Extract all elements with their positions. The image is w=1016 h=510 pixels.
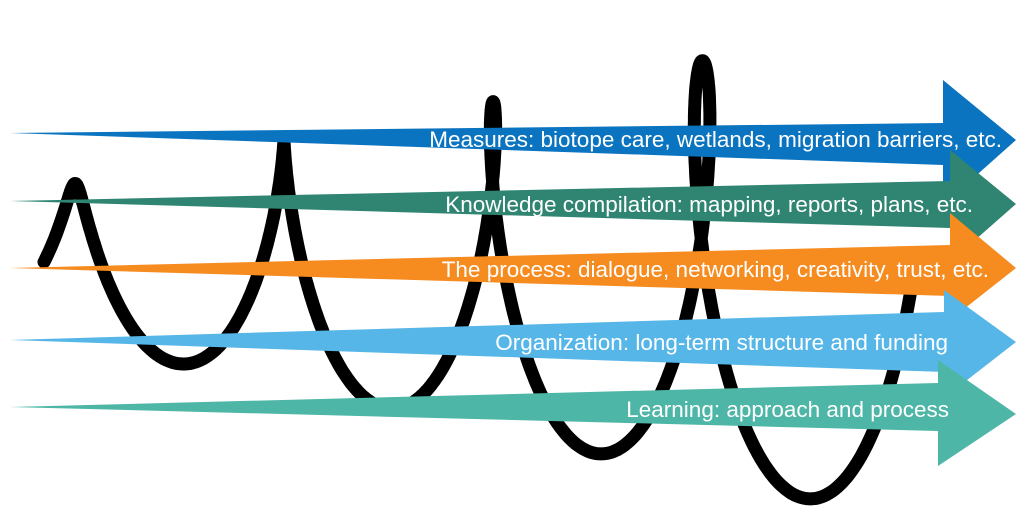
arrow-measures-label: Measures: biotope care, wetlands, migrat…: [429, 127, 1002, 152]
arrow-process: The process: dialogue, networking, creat…: [10, 213, 1016, 320]
arrow-learning: Learning: approach and process: [10, 360, 1016, 466]
arrow-knowledge-compilation-shape: [10, 150, 1016, 262]
arrow-learning-shape: [10, 360, 1016, 466]
arrow-organization-label: Organization: long-term structure and fu…: [495, 330, 948, 355]
arrow-process-shape: [10, 213, 1016, 320]
arrow-learning-label: Learning: approach and process: [626, 397, 949, 422]
arrow-process-label: The process: dialogue, networking, creat…: [442, 257, 989, 282]
arrow-measures-shape: [10, 80, 1016, 205]
arrow-organization: Organization: long-term structure and fu…: [10, 290, 1016, 398]
arrow-knowledge-compilation-label: Knowledge compilation: mapping, reports,…: [445, 192, 973, 217]
arrow-knowledge-compilation: Knowledge compilation: mapping, reports,…: [10, 150, 1016, 262]
arrow-organization-shape: [10, 290, 1016, 398]
arrow-measures: Measures: biotope care, wetlands, migrat…: [10, 80, 1016, 205]
